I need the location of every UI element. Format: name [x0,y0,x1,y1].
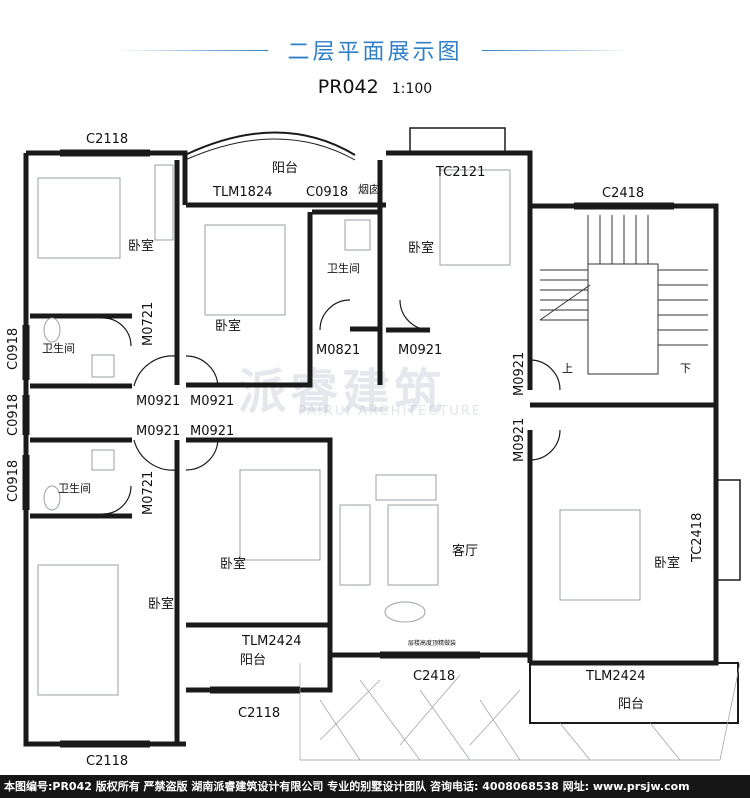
label-living-room: 客厅 [452,543,478,559]
label-balcony-top: 阳台 [272,161,298,176]
label-c0918-left-a: C0918 [6,328,21,370]
floor-plan: 卧室 卧室 卧室 卧室 卧室 卧室 卫生间 卫生间 卫生间 阳台 阳台 阳台 客… [6,127,741,769]
label-m0921-e: M0921 [190,424,234,439]
label-bedroom-5: 卧室 [148,596,174,612]
watermark-brand: 派睿建筑 [238,364,447,420]
walls [23,150,719,747]
label-m0921-right-a: M0921 [512,352,527,396]
balcony-arch-inner [184,138,356,161]
label-c2418-bottom: C2418 [413,669,455,684]
label-m0721-b: M0721 [141,471,156,515]
label-c0918-left-b: C0918 [6,394,21,436]
label-floor-note: 层楼高度顶精做装 [408,639,456,647]
label-c2118-top: C2118 [86,132,128,147]
plan-title: 二层平面展示图 [287,40,463,65]
label-bedroom-4: 卧室 [220,556,246,572]
furniture [37,164,641,696]
label-chimney: 烟囱 [358,182,380,196]
title-rule-right [482,50,632,51]
label-balcony-left: 阳台 [240,653,266,668]
label-bedroom-1: 卧室 [128,238,154,254]
plan-scale: 1:100 [391,81,433,97]
plan-code: PR042 [317,76,379,98]
balcony-right-frame [529,662,739,724]
label-bedroom-3: 卧室 [408,240,434,256]
terrace-hatch [299,662,741,761]
watermark-brand-en: PAIRUI ARCHITECTURE [298,404,483,419]
label-bedroom-2: 卧室 [215,318,241,334]
label-m0921-c: M0921 [190,394,234,409]
label-c0918-left-c: C0918 [6,460,21,502]
label-c2418-top: C2418 [602,186,644,201]
label-m0921-d: M0921 [136,424,180,439]
label-bathroom-2: 卫生间 [58,481,91,495]
label-m0821: M0821 [316,343,360,358]
label-c2118-mid: C2118 [238,706,280,721]
label-m0921-right-b: M0921 [512,418,527,462]
label-tc2121: TC2121 [435,165,485,180]
label-balcony-right: 阳台 [618,697,644,712]
label-tc2418: TC2418 [690,513,705,563]
window-marks [22,149,674,748]
title-rule-left [118,50,268,51]
footer-bar: 本图编号:PR042 版权所有 严禁盗版 湖南派睿建筑设计有限公司 专业的别墅设… [0,775,750,798]
label-stair-down: 下 [680,362,691,375]
label-m0921-a: M0921 [398,343,442,358]
window-bay-right [715,479,741,581]
label-tlm2424-right: TLM2424 [585,669,645,684]
plan-subtitle: PR042 1:100 [0,76,750,98]
label-m0921-b: M0921 [136,394,180,409]
door-swings [102,299,561,515]
staircase [539,215,708,375]
label-bathroom-3: 卫生间 [327,261,360,275]
label-bedroom-6: 卧室 [654,555,680,571]
label-stair-up: 上 [562,362,573,375]
label-m0721-a: M0721 [141,302,156,346]
label-bathroom-1: 卫生间 [42,341,75,355]
label-c2118-bottom: C2118 [86,754,128,769]
window-bay-top [409,127,506,154]
balcony-arch [184,131,356,156]
label-tlm1824: TLM1824 [212,185,272,200]
label-c0918-top: C0918 [306,185,348,200]
label-tlm2424-left: TLM2424 [241,634,301,649]
